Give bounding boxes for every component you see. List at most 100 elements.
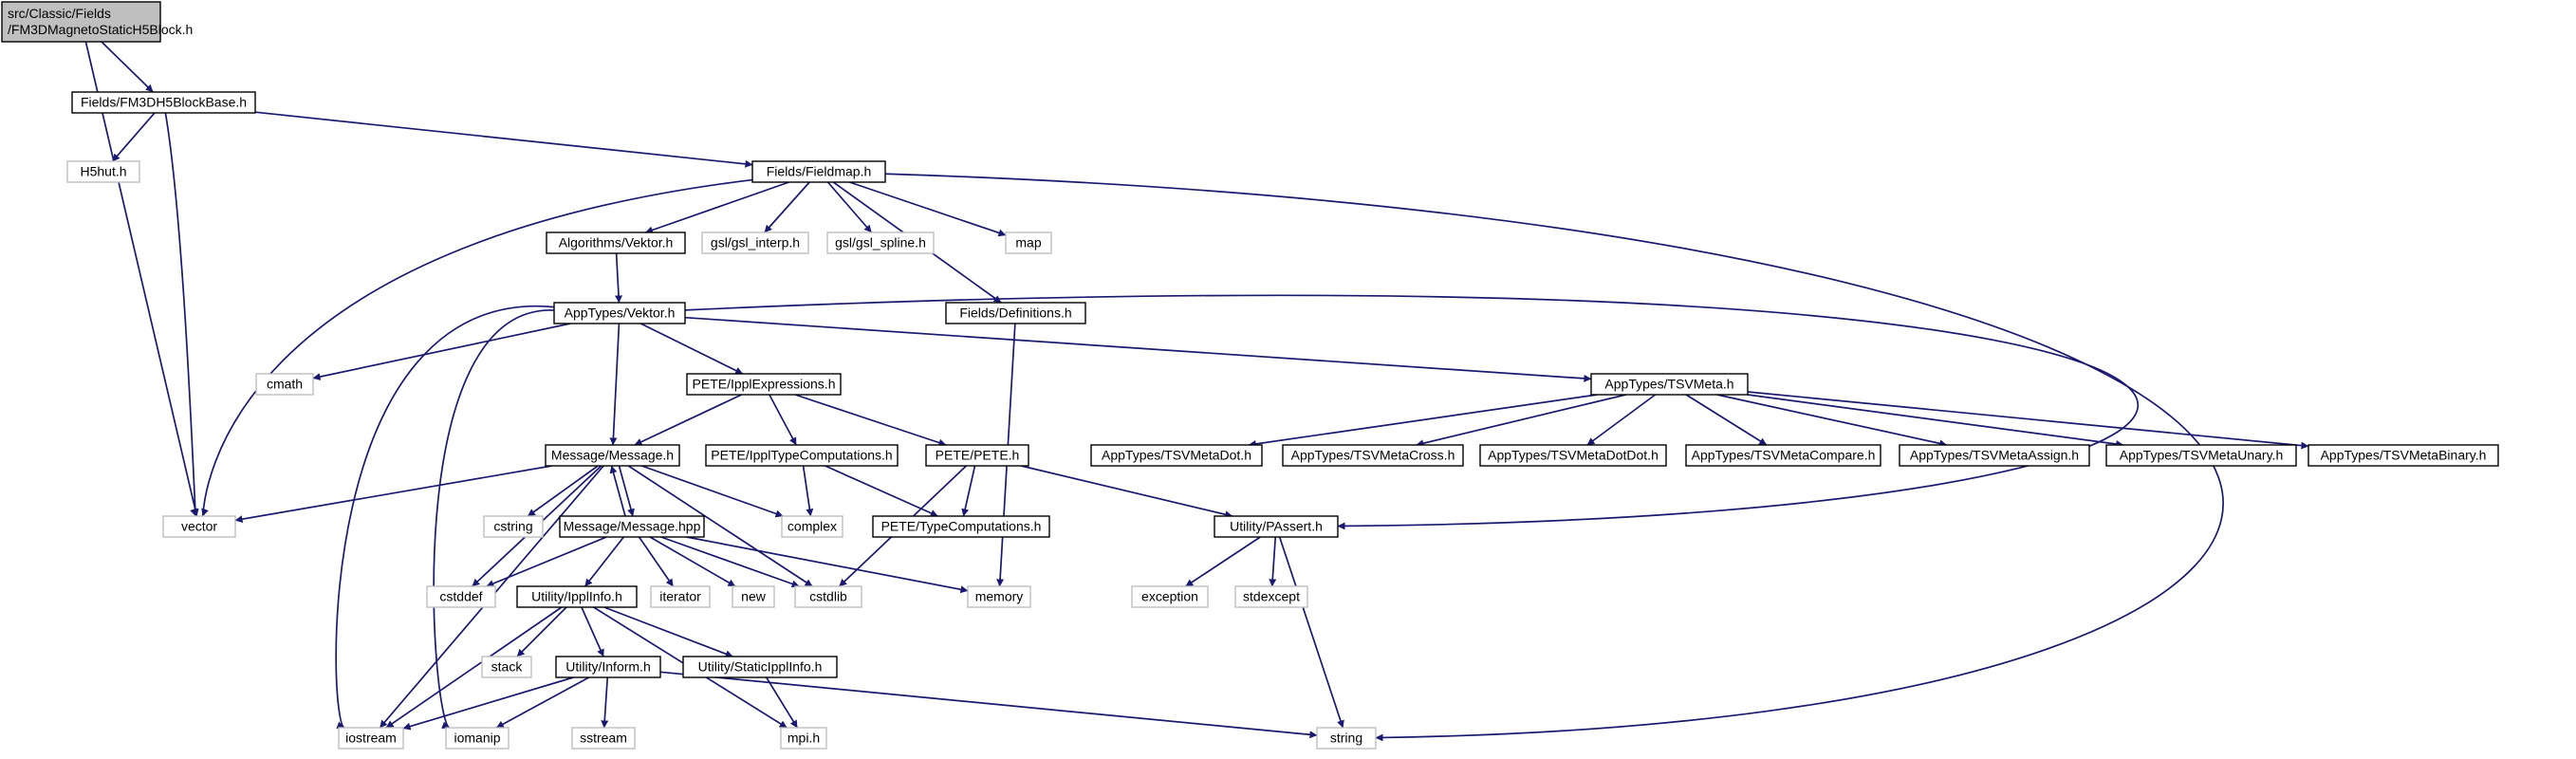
- node-box: [483, 515, 544, 538]
- node-fm3dh5[interactable]: Fields/FM3DH5BlockBase.h: [71, 91, 256, 114]
- node-label: AppTypes/TSVMetaCompare.h: [1692, 448, 1876, 463]
- edge-messagehpp-to-ipplinfo: [584, 536, 625, 587]
- node-tsvdotdot[interactable]: AppTypes/TSVMetaDotDot.h: [1479, 444, 1667, 467]
- edge-ipplinfo-to-staticipplinfo: [603, 606, 733, 658]
- node-box: [1214, 515, 1339, 538]
- node-box: [1005, 231, 1052, 254]
- node-label: gsl/gsl_interp.h: [711, 235, 800, 250]
- node-fieldmap[interactable]: Fields/Fieldmap.h: [751, 160, 886, 183]
- node-box: [516, 585, 638, 608]
- node-label: AppTypes/TSVMeta.h: [1604, 377, 1733, 392]
- edge-messageh-to-vector: [234, 465, 552, 524]
- edge-root-to-vector: [84, 41, 199, 517]
- node-ippltypecomp[interactable]: PETE/IpplTypeComputations.h: [705, 444, 899, 467]
- edge-ipplexpr-to-ippltypecomp: [769, 394, 797, 446]
- node-complex: complex: [781, 515, 843, 538]
- edge-messagehpp-to-new: [649, 536, 736, 587]
- node-gslinterp: gsl/gsl_interp.h: [701, 231, 809, 254]
- edge-tsvmeta-to-tsvdot: [1248, 394, 1598, 448]
- node-label: iomanip: [454, 731, 500, 746]
- edge-appvektor-to-ipplexpr: [639, 323, 744, 375]
- node-tsvdot[interactable]: AppTypes/TSVMetaDot.h: [1090, 444, 1263, 467]
- node-box: [1131, 585, 1209, 608]
- edge-messageh-to-messagehpp: [618, 465, 635, 517]
- node-box: [781, 515, 843, 538]
- node-label: AppTypes/TSVMetaDot.h: [1102, 448, 1251, 463]
- edge-fm3dh5-to-h5hut: [111, 112, 156, 162]
- edge-appvektor-to-messageh: [609, 323, 621, 446]
- node-memory: memory: [967, 585, 1031, 608]
- node-inform[interactable]: Utility/Inform.h: [555, 656, 661, 678]
- node-label: exception: [1141, 589, 1198, 604]
- node-label: stack: [491, 659, 524, 675]
- node-label: AppTypes/TSVMetaUnary.h: [2120, 448, 2283, 463]
- node-tsvunary[interactable]: AppTypes/TSVMetaUnary.h: [2105, 444, 2297, 467]
- node-label: sstream: [580, 731, 627, 746]
- edge-ippltypecomp-to-petetypecomp: [825, 465, 938, 517]
- node-box: [555, 656, 661, 678]
- node-tsvcross[interactable]: AppTypes/TSVMetaCross.h: [1282, 444, 1464, 467]
- edge-passert-to-stdexcept: [1269, 536, 1277, 587]
- node-label: Fields/Definitions.h: [959, 305, 1071, 321]
- node-exception: exception: [1131, 585, 1209, 608]
- node-staticipplinfo[interactable]: Utility/StaticIpplInfo.h: [682, 656, 838, 678]
- edge-inform-to-iostream: [402, 676, 574, 731]
- node-box: [732, 585, 775, 608]
- edge-messagehpp-to-cstddef: [486, 536, 607, 587]
- node-box: [571, 727, 636, 750]
- node-definitions[interactable]: Fields/Definitions.h: [945, 302, 1086, 324]
- node-tsvassign[interactable]: AppTypes/TSVMetaAssign.h: [1899, 444, 2090, 467]
- node-messagehpp[interactable]: Message/Message.hpp: [559, 515, 705, 538]
- edge-tsvmeta-to-tsvcompare: [1685, 394, 1768, 446]
- node-ipplinfo[interactable]: Utility/IpplInfo.h: [516, 585, 638, 608]
- node-label: gsl/gsl_spline.h: [835, 235, 926, 250]
- node-gslspline: gsl/gsl_spline.h: [826, 231, 935, 254]
- node-box: [66, 160, 140, 183]
- edge-tsvmeta-to-tsvdotdot: [1586, 394, 1657, 446]
- node-box: [338, 727, 404, 750]
- node-passert[interactable]: Utility/PAssert.h: [1214, 515, 1339, 538]
- node-label: H5hut.h: [80, 164, 126, 179]
- node-cmath: cmath: [255, 373, 314, 396]
- node-label: string: [1330, 731, 1362, 746]
- edge-ipplinfo-to-inform: [581, 606, 604, 657]
- node-label: PETE/IpplTypeComputations.h: [711, 448, 892, 463]
- node-tsvbinary[interactable]: AppTypes/TSVMetaBinary.h: [2307, 444, 2499, 467]
- node-string: string: [1316, 727, 1377, 750]
- node-appvektor[interactable]: AppTypes/Vektor.h: [553, 302, 686, 324]
- node-root[interactable]: src/Classic/Fields/FM3DMagnetoStaticH5Bl…: [1, 1, 193, 43]
- node-peteh[interactable]: PETE/PETE.h: [925, 444, 1029, 467]
- node-label: Algorithms/Vektor.h: [559, 235, 674, 250]
- edge-tsvmeta-to-tsvcross: [1416, 394, 1626, 448]
- edge-tsvmeta-to-tsvbinary: [1747, 391, 2309, 450]
- node-ipplexpr[interactable]: PETE/IpplExpressions.h: [686, 373, 842, 396]
- edge-messageh-to-cstring: [527, 465, 599, 517]
- node-label: PETE/IpplExpressions.h: [693, 377, 836, 392]
- edge-fieldmap-to-vector: [201, 178, 753, 517]
- edge-messagehpp-to-memory: [686, 536, 969, 594]
- node-label: cstdlib: [809, 589, 847, 604]
- edge-appvektor-to-tsvmeta: [684, 316, 1592, 382]
- node-box: [650, 585, 711, 608]
- node-box: [559, 515, 705, 538]
- edge-inform-to-iomanip: [495, 676, 590, 729]
- node-vector: vector: [162, 515, 236, 538]
- node-box: [2307, 444, 2499, 467]
- node-box: [872, 515, 1050, 538]
- node-box: [780, 727, 827, 750]
- node-petetypecomp[interactable]: PETE/TypeComputations.h: [872, 515, 1050, 538]
- node-box: [445, 727, 510, 750]
- node-stdexcept: stdexcept: [1234, 585, 1308, 608]
- node-messageh[interactable]: Message/Message.h: [545, 444, 680, 467]
- node-box: [426, 585, 496, 608]
- node-box: [925, 444, 1029, 467]
- node-tsvcompare[interactable]: AppTypes/TSVMetaCompare.h: [1685, 444, 1881, 467]
- node-label: Fields/FM3DH5BlockBase.h: [81, 95, 247, 110]
- edge-fm3dh5-to-vector: [164, 112, 197, 517]
- node-box: [545, 444, 680, 467]
- node-tsvmeta[interactable]: AppTypes/TSVMeta.h: [1590, 373, 1749, 396]
- edge-messagehpp-to-messageh: [609, 465, 626, 517]
- node-box: [686, 373, 842, 396]
- node-algvektor[interactable]: Algorithms/Vektor.h: [546, 231, 686, 254]
- edge-appvektor-to-iomanip: [433, 309, 555, 729]
